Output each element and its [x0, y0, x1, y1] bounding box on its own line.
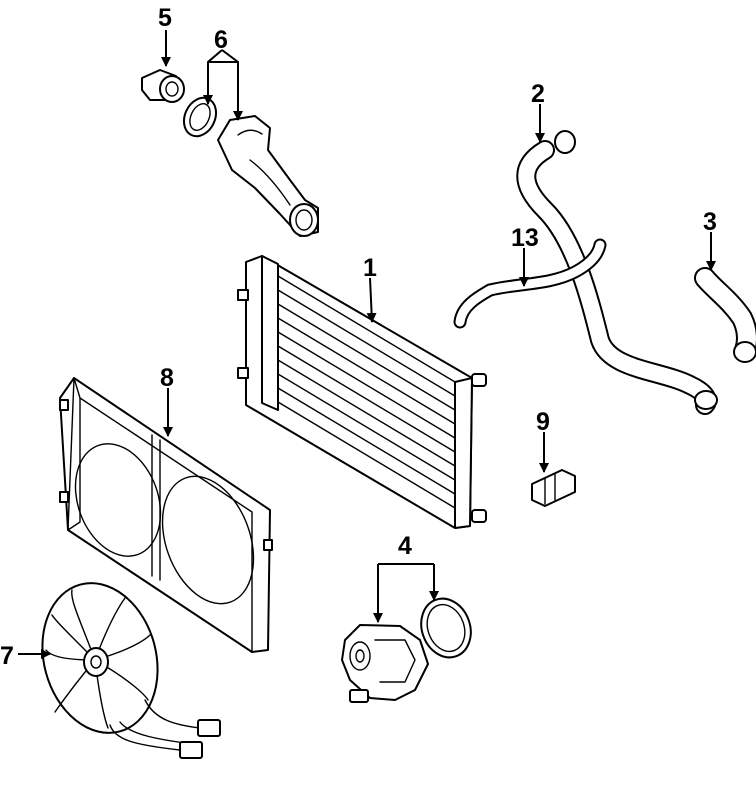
callout-7: 7: [0, 642, 14, 670]
callout-6: 6: [214, 26, 228, 54]
part-7-cooling-fan: [41, 582, 221, 759]
callout-5: 5: [158, 4, 172, 32]
part-6-oring: [182, 96, 218, 138]
callout-2: 2: [531, 80, 545, 108]
callout-8: 8: [160, 364, 174, 392]
part-9-temperature-sensor: [531, 469, 576, 507]
part-3-lower-hose: [694, 267, 756, 363]
part-5-thermostat: [141, 69, 185, 103]
callout-3: 3: [703, 208, 717, 236]
part-13-bypass-hose: [453, 238, 607, 329]
callout-1: 1: [363, 254, 377, 282]
part-2-upper-hose: [516, 130, 718, 415]
callout-9: 9: [536, 408, 550, 436]
leader-lines: [18, 30, 716, 659]
part-1-radiator: [237, 255, 487, 529]
callout-13: 13: [511, 224, 539, 252]
part-8-fan-shroud: [59, 377, 273, 653]
part-4-water-pump: [341, 624, 429, 703]
part-6-housing: [217, 115, 319, 237]
callout-4: 4: [398, 532, 412, 560]
